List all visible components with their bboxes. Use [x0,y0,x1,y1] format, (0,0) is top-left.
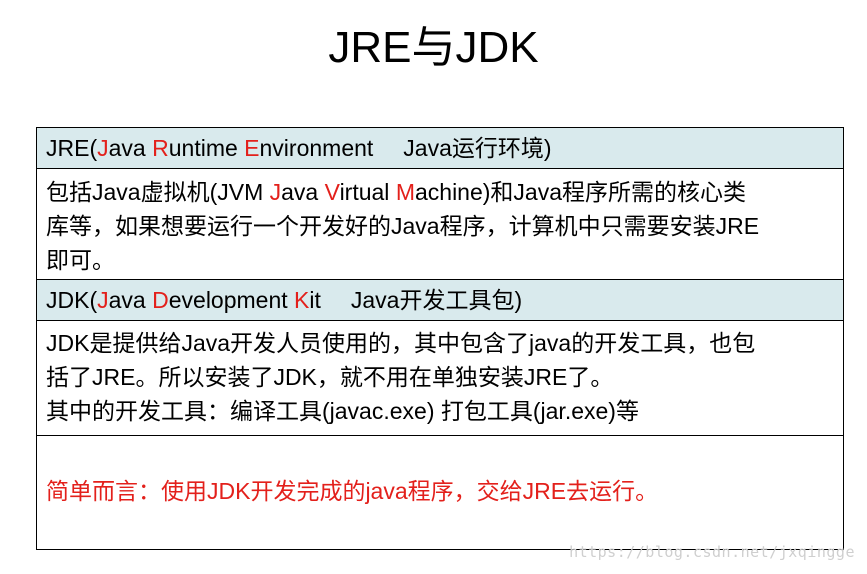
jdk-header-k-rest: it [309,287,321,313]
jre-body-v: V [324,179,340,205]
jre-body-j: J [269,179,282,205]
jdk-header-j-rest: ava [108,287,153,313]
jre-body-line-2: 库等，如果想要运行一个开发好的Java程序，计算机中只需要安装JRE [46,213,760,239]
jdk-body-line-2: 括了JRE。所以安装了JDK，就不用在单独安装JRE了。 [46,364,614,390]
divider [37,168,843,169]
jre-body-line-1: 包括Java虚拟机(JVM Java Virtual Machine)和Java… [46,175,834,209]
jre-body-text: 包括Java虚拟机(JVM [46,179,270,205]
jre-body-line-3: 即可。 [46,247,115,273]
jdk-header-d: D [152,287,169,313]
jre-header-e: E [244,135,260,161]
divider [37,435,843,436]
watermark: https://blog.csdn.net/jxqingge [569,543,855,561]
jre-body-text: achine)和Java程序所需的核心类 [414,179,747,205]
jdk-header-d-rest: evelopment [168,287,295,313]
jre-header-j: J [97,135,109,161]
jre-body-text: ava [281,179,325,205]
jdk-body-line-3: 其中的开发工具：编译工具(javac.exe) 打包工具(jar.exe)等 [46,398,639,424]
jre-header-row: JRE(Java Runtime Environment Java运行环境) [37,128,843,168]
jre-header-r-rest: untime [168,135,245,161]
jdk-header-k: K [294,287,310,313]
divider [37,279,843,280]
jre-body-cell: 包括Java虚拟机(JVM Java Virtual Machine)和Java… [37,169,843,279]
page-title: JRE与JDK [328,23,539,72]
jre-header-r: R [152,135,169,161]
jdk-header-row: JDK(Java Development Kit Java开发工具包) [37,280,843,320]
jdk-header-j: J [97,287,109,313]
jre-body-m: M [395,179,415,205]
jdk-body-cell: JDK是提供给Java开发人员使用的，其中包含了java的开发工具，也包 括了J… [37,321,843,435]
jdk-body-line-1: JDK是提供给Java开发人员使用的，其中包含了java的开发工具，也包 [46,330,756,356]
jre-header-prefix: JRE( [46,135,98,161]
summary-cell: 简单而言：使用JDK开发完成的java程序，交给JRE去运行。 [37,436,843,549]
jre-header-e-rest: nvironment [259,135,374,161]
jre-header-j-rest: ava [108,135,153,161]
jre-body-text: irtual [339,179,396,205]
divider [37,320,843,321]
summary-text: 简单而言：使用JDK开发完成的java程序，交给JRE去运行。 [46,478,659,504]
jdk-header-prefix: JDK( [46,287,98,313]
jdk-header-suffix: Java开发工具包) [350,287,523,313]
jre-header-suffix: Java运行环境) [403,135,552,161]
